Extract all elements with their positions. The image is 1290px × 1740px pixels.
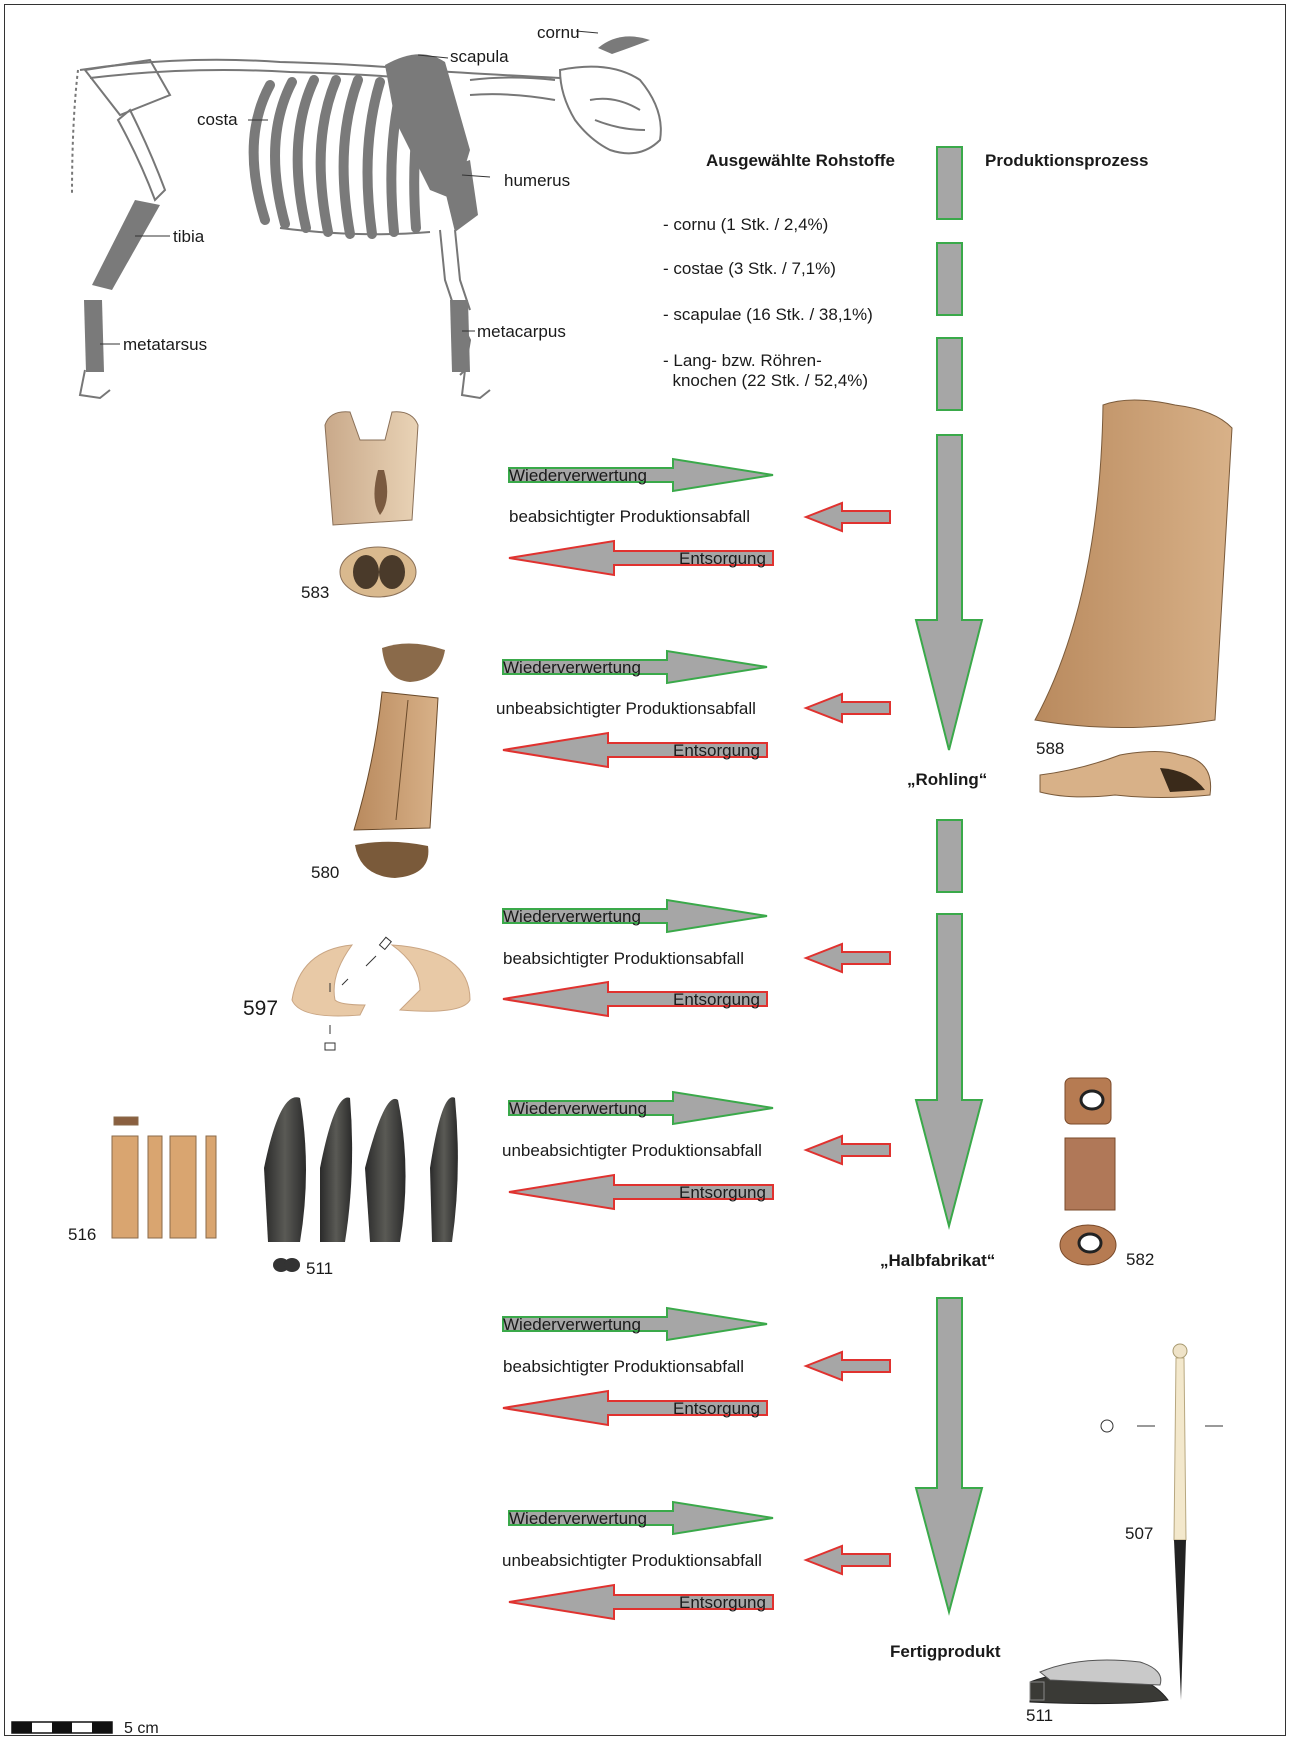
tibia-shape (92, 200, 160, 290)
label-costa: costa (197, 111, 238, 128)
waste-arrow (806, 1352, 890, 1380)
waste-label: beabsichtigter Produktionsabfall (503, 950, 744, 967)
stage-fertigprodukt: Fertigprodukt (890, 1643, 1001, 1660)
specimen-507-image (1101, 1344, 1223, 1700)
specimen-516-image (112, 1117, 216, 1238)
specimen-588-image (1035, 400, 1232, 798)
waste-label: unbeabsichtigter Produktionsabfall (502, 1142, 762, 1159)
label-metatarsus: metatarsus (123, 336, 207, 353)
reuse-label: Wiederverwertung (509, 1100, 647, 1117)
specimen-511-image (264, 1097, 458, 1272)
specimen-583-label: 583 (301, 584, 329, 601)
raw-material-scapulae: - scapulae (16 Stk. / 38,1%) (663, 306, 873, 323)
raw-material-long-bones: - Lang- bzw. Röhren- (663, 352, 822, 369)
metatarsus-shape (84, 300, 104, 372)
reuse-label: Wiederverwertung (509, 467, 647, 484)
stage-rohling: „Rohling“ (907, 771, 987, 788)
specimen-582-image (1060, 1078, 1116, 1265)
stage-halbfabrikat: „Halbfabrikat“ (880, 1252, 995, 1269)
waste-label: unbeabsichtigter Produktionsabfall (496, 700, 756, 717)
waste-label: unbeabsichtigter Produktionsabfall (502, 1552, 762, 1569)
raw-material-long-bones-2: knochen (22 Stk. / 52,4%) (663, 372, 868, 389)
waste-arrow (806, 694, 890, 722)
disposal-label: Entsorgung (679, 1594, 766, 1611)
disposal-label: Entsorgung (673, 991, 760, 1008)
label-cornu: cornu (537, 24, 580, 41)
specimen-516-label: 516 (68, 1226, 96, 1243)
scale-label: 5 cm (124, 1721, 159, 1737)
reuse-label: Wiederverwertung (509, 1510, 647, 1527)
disposal-label: Entsorgung (673, 1400, 760, 1417)
specimen-582-label: 582 (1126, 1251, 1154, 1268)
reuse-label: Wiederverwertung (503, 908, 641, 925)
specimen-511-knife-label: 511 (1026, 1707, 1053, 1724)
waste-label: beabsichtigter Produktionsabfall (509, 508, 750, 525)
specimen-588-label: 588 (1036, 740, 1064, 757)
waste-arrow (806, 503, 890, 531)
specimen-583-image (325, 412, 418, 597)
raw-material-cornu: - cornu (1 Stk. / 2,4%) (663, 216, 828, 233)
header-raw-materials: Ausgewählte Rohstoffe (706, 152, 895, 169)
specimen-511-knife-image (1030, 1660, 1168, 1704)
cornu-shape (598, 36, 650, 54)
side-arrows (503, 459, 890, 1619)
disposal-label: Entsorgung (673, 742, 760, 759)
specimen-580-image (354, 643, 445, 878)
waste-arrow (806, 944, 890, 972)
reuse-label: Wiederverwertung (503, 1316, 641, 1333)
disposal-label: Entsorgung (679, 1184, 766, 1201)
label-tibia: tibia (173, 228, 204, 245)
header-process: Produktionsprozess (985, 152, 1148, 169)
specimen-597-label: 597 (243, 998, 278, 1019)
specimen-597-image (292, 937, 470, 1050)
scale-bar (12, 1722, 112, 1733)
waste-label: beabsichtigter Produktionsabfall (503, 1358, 744, 1375)
label-humerus: humerus (504, 172, 570, 189)
label-metacarpus: metacarpus (477, 323, 566, 340)
specimen-511-label: 511 (306, 1260, 333, 1277)
waste-arrow (806, 1546, 890, 1574)
raw-material-costae: - costae (3 Stk. / 7,1%) (663, 260, 836, 277)
metacarpus-shape (450, 300, 470, 372)
waste-arrow (806, 1136, 890, 1164)
specimen-507-label: 507 (1125, 1525, 1153, 1542)
label-scapula: scapula (450, 48, 509, 65)
specimen-580-label: 580 (311, 864, 339, 881)
disposal-label: Entsorgung (679, 550, 766, 567)
reuse-label: Wiederverwertung (503, 659, 641, 676)
process-flow (916, 147, 982, 1612)
